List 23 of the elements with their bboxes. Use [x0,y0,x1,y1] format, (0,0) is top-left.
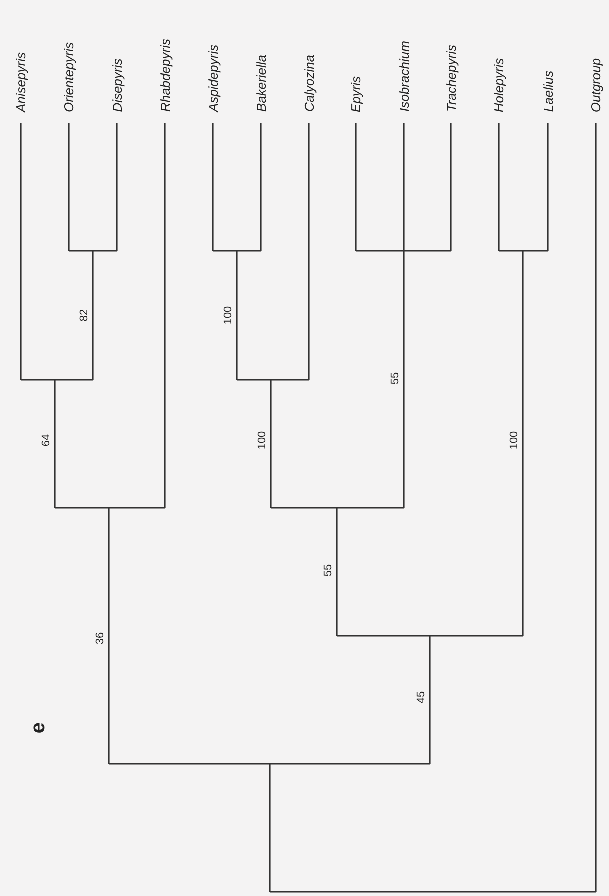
taxon-name: Anisepyris [14,52,28,112]
taxon-name: Rhabdepyris [158,39,172,112]
taxon-name: Calyozina [302,54,316,112]
taxon-name: Orientepyris [62,42,76,112]
taxon-name: Aspidepyris [206,44,220,112]
bootstrap-value: 82 [80,308,91,322]
taxon-name: Laelius [542,70,555,112]
bootstrap-value: 64 [42,434,53,446]
taxon-name: Outgroup [590,58,603,112]
panel-letter: e [28,722,48,734]
bootstrap-value: 45 [416,690,428,704]
bootstrap-value: 100 [510,430,521,450]
taxon-name: Holepyris [492,58,506,112]
taxon-name: Isobrachium [397,41,410,112]
bootstrap-value: 36 [96,632,107,644]
bootstrap-value: 100 [258,430,269,450]
taxon-name: Disepyris [110,58,124,112]
taxon-name: Trachepyris [444,45,458,112]
taxon-name: Epyris [350,76,363,112]
bootstrap-value: 100 [224,306,235,324]
bootstrap-value: 55 [324,564,335,576]
bootstrap-value: 55 [390,372,402,384]
taxon-name: Bakeriella [254,54,268,112]
